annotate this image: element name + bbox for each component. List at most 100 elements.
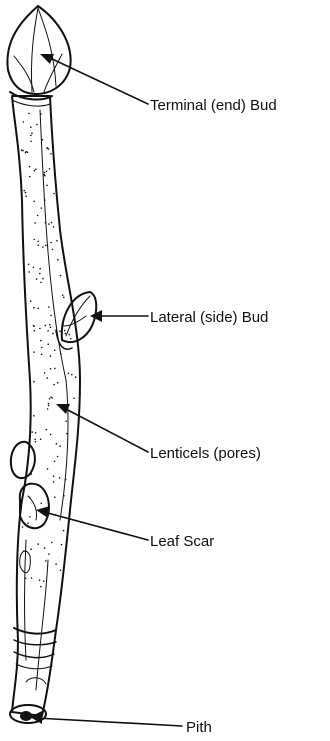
lenticel-dot [34,330,36,332]
lenticel-dot [53,481,55,483]
lenticel-dot [43,174,45,176]
lenticel-dot [45,245,47,247]
lenticel-dot [31,431,33,433]
stem-shading-line [25,540,27,660]
lenticel-dot [30,141,32,143]
lenticel-dot [40,438,42,440]
lenticel-dot [39,273,41,275]
lenticel-dot [22,526,24,528]
lenticel-dot [34,222,36,224]
lenticel-dot [44,172,46,174]
lenticel-dot [62,324,64,326]
lenticel-dot [35,441,37,443]
lenticel-dot [65,479,67,481]
lenticel-dot [21,149,23,151]
lenticel-dot [33,307,35,309]
lenticel-dot [37,543,39,545]
lenticel-dot [40,586,42,588]
lenticel-dot [33,415,35,417]
lenticel-dot [30,300,32,302]
bud-scale-line [31,8,38,92]
lenticel-dot [50,242,52,244]
lenticel-dot [48,223,50,225]
lenticel-dot [50,326,52,328]
lenticel-dot [48,553,50,555]
lenticel-dot [60,353,62,355]
lenticel-dot [56,443,58,445]
lenticel-dot [37,241,39,243]
lenticel-dot [57,259,59,261]
lenticel-dot [40,340,42,342]
lenticel-dot [53,226,55,228]
pith-leader [36,718,182,726]
lenticel-dot [34,170,36,172]
lenticel-dot [31,577,33,579]
lenticel-dot [57,382,59,384]
lenticel-dot [46,429,48,431]
lenticel-dot [54,368,56,370]
lenticel-dot [29,176,31,178]
lenticel-dot [30,548,32,550]
pith-label: Pith [186,719,212,736]
lenticel-dot [63,495,65,497]
lenticel-dot [60,569,62,571]
lenticel-dot [65,420,67,422]
leaf-scar-arrowhead [36,506,50,518]
lenticel-dot [39,268,41,270]
lenticel-dot [22,150,24,152]
lenticel-dot [30,126,32,128]
lenticel-dot [36,124,38,126]
lenticel-dot [45,560,47,562]
lenticel-dot [33,351,35,353]
lenticel-dot [39,328,41,330]
lenticel-dot [41,354,43,356]
lenticel-dot [49,324,51,326]
lateral-bud-base [56,330,72,349]
lenticel-dot [53,193,55,195]
labels: Terminal (end) Bud Lateral (side) Bud Le… [150,97,277,736]
lenticel-dot [70,338,72,340]
lenticel-dot [59,330,61,332]
lenticel-dot [25,578,27,580]
lenticel-dot [46,171,48,173]
lenticel-dot [65,333,67,335]
lateral-bud-label: Lateral (side) Bud [150,309,268,326]
bud-scale-scar-ring [16,664,52,669]
lenticel-dot [53,384,55,386]
leaf-scar-label: Leaf Scar [150,533,214,550]
lenticel-dot [24,190,26,192]
small-bud [11,442,35,478]
lenticel-dot [51,222,53,224]
lenticel-dot [54,350,56,352]
lenticel-dot [25,196,27,198]
lenticel-dot [25,192,27,194]
lenticels-label: Lenticels (pores) [150,445,261,462]
lenticel-dot [42,246,44,248]
lenticel-dot [28,113,30,115]
lenticel-dot [49,398,51,400]
lenticel-dot [43,580,45,582]
lenticel-dot [28,264,30,266]
lenticel-dot [73,398,75,400]
lenticel-dot [69,334,71,336]
bud-scale-scar-ring [14,652,54,658]
lenticel-dot [41,207,43,209]
lenticel-dot [63,530,65,532]
lenticel-dot [66,433,68,435]
lenticel-dot [34,439,36,441]
lenticel-dot [50,355,52,357]
lenticel-dot [38,245,40,247]
pith-dot [20,711,32,721]
lenticel-dot [35,168,37,170]
lenticel-dot [50,153,52,155]
lenticel-dot [45,222,47,224]
bud-scale-scar-ring [14,628,56,634]
lenticel-dot [50,315,52,317]
lenticel-dot [27,522,29,524]
lenticel-dot [29,516,31,518]
lenticel-dot [48,306,50,308]
lenticel-dot [33,325,35,327]
lenticel-dot [33,381,35,383]
lenticel-dot [23,121,25,123]
